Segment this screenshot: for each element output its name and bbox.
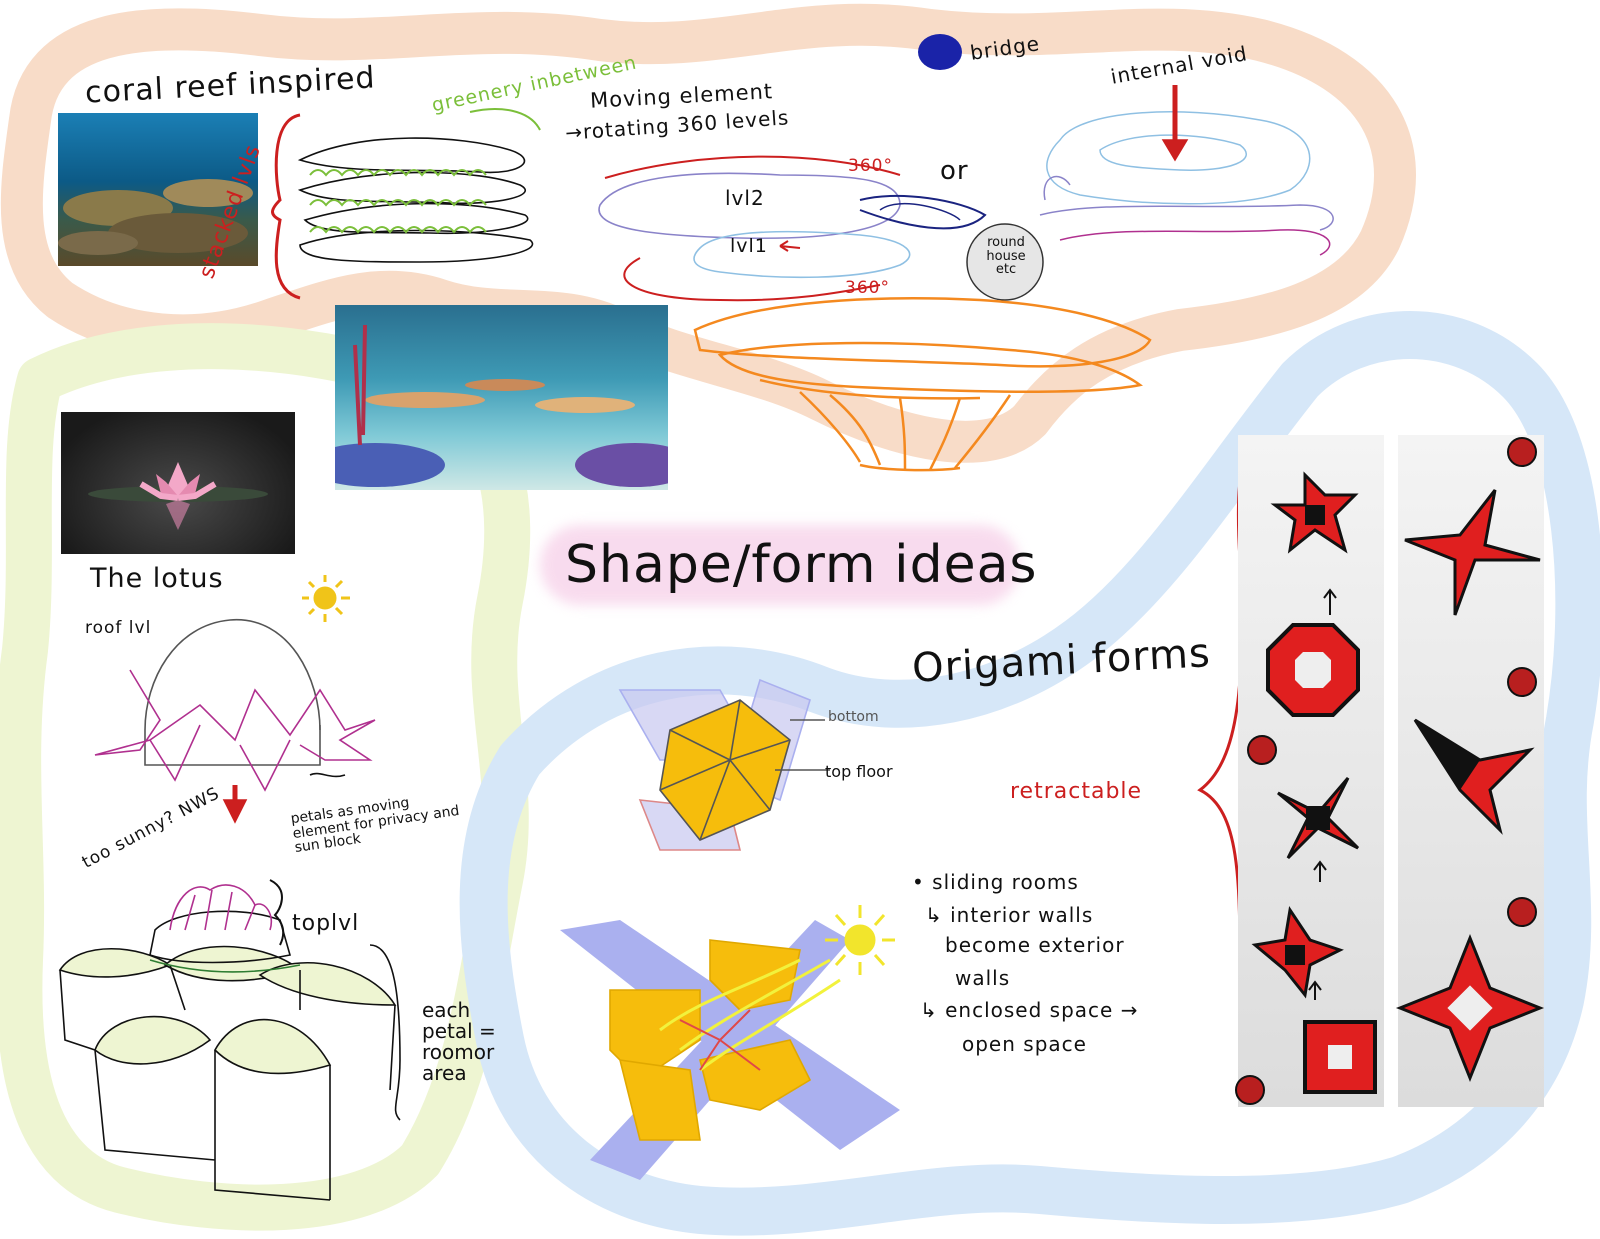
notes-line6: open space [962,1032,1087,1056]
shuriken-2 [1277,777,1360,860]
retractable-label: retractable [1010,779,1143,804]
arrow-up-2 [1313,860,1327,882]
rotating-levels-sketch [598,155,987,302]
badge-icon-5 [1507,897,1537,927]
toplvl-label: toplvl [292,911,360,936]
lvl1-label: lvl1 [730,235,768,257]
orange-coral-sketch [693,297,1152,472]
stacked-levels-sketch [297,108,541,263]
each-petal-label: each petal = roomor area [422,998,496,1085]
sliding-rooms-sketch [560,920,900,1180]
title-highlight [540,525,1020,605]
internal-void-sketch [1039,85,1334,256]
badge-icon-1 [1247,735,1277,765]
petal-rooms-sketch [58,879,401,1201]
bottom-label: bottom [828,709,879,725]
undersea-photo [335,305,668,490]
notes-line2: ↳ interior walls [925,903,1094,927]
shuriken-6 [1395,933,1545,1083]
arrow-up-3 [1308,980,1322,1000]
lotus-photo [61,412,295,554]
round-house-label: round house etc [986,235,1026,278]
shuriken-4 [1404,489,1541,616]
peach-blob [0,3,1416,463]
lvl2-label: lvl2 [725,186,765,210]
coral-reef-photo [58,113,258,266]
badge-icon-3 [1507,437,1537,467]
arrow-up-1 [1323,588,1337,615]
shuriken-3 [1251,906,1344,999]
lotus-title: The lotus [90,563,224,594]
sun-large [825,905,895,975]
stacked-brace [271,113,301,300]
notes-line4: walls [955,966,1011,990]
shuriken-5 [1413,718,1535,835]
notes-line3: become exterior [945,933,1125,957]
or-label: or [940,156,969,186]
square-shuriken [1303,1020,1377,1094]
notes-line1: • sliding rooms [912,870,1079,894]
origami-pinwheel-sketch [618,678,830,851]
bridge-swatch [918,34,962,70]
shuriken-1 [1270,471,1359,554]
notes-line5: ↳ enclosed space → [920,998,1139,1022]
main-title: Shape/form ideas [565,535,1038,595]
roof-label: roof lvl [85,618,152,638]
deg-top-label: 360° [848,156,893,176]
badge-icon-4 [1507,667,1537,697]
origami-photo-left [1238,435,1384,1107]
round-house-circle [966,223,1044,301]
lotus-roof-sketch [94,619,376,824]
sun-small [302,575,350,622]
top-floor-label: top floor [825,762,893,781]
deg-bottom-label: 360° [845,278,890,298]
ring-shuriken [1266,623,1360,717]
blue-blob [459,311,1600,1236]
badge-icon-2 [1235,1075,1265,1105]
